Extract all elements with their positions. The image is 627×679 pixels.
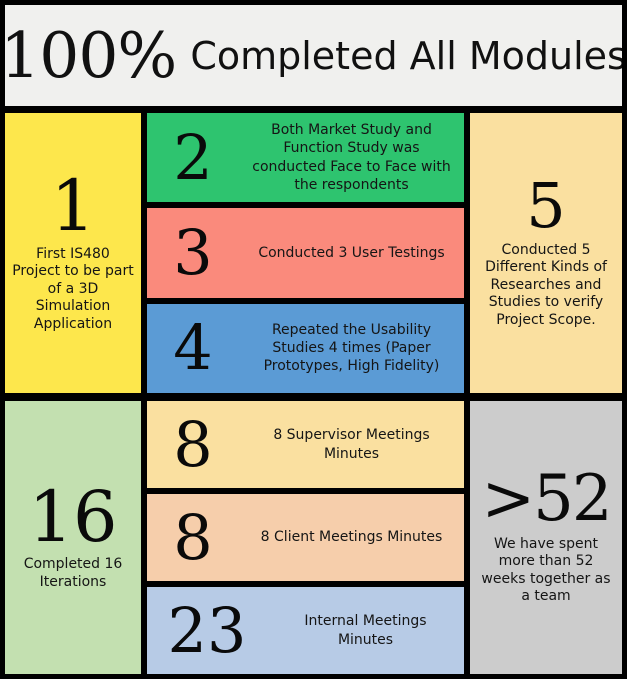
header-title: Completed All Modules xyxy=(190,33,622,78)
panel-top-left: 1 First IS480 Project to be part of a 3D… xyxy=(5,113,141,393)
header-banner: 100% Completed All Modules xyxy=(5,5,622,106)
bottom-section: 16 Completed 16 Iterations 8 8 Superviso… xyxy=(5,401,622,674)
row-bottom-3: 23 Internal Meetings Minutes xyxy=(147,587,464,674)
row-top-2-number: 3 xyxy=(173,216,213,290)
panel-top-left-number: 1 xyxy=(50,165,96,247)
row-bottom-2: 8 8 Client Meetings Minutes xyxy=(147,494,464,581)
panel-bottom-right-caption: We have spent more than 52 weeks togethe… xyxy=(481,535,611,605)
row-bottom-3-caption: Internal Meetings Minutes xyxy=(304,613,427,648)
row-top-1: 2 Both Market Study and Function Study w… xyxy=(147,113,464,203)
panel-top-right-number: 5 xyxy=(526,168,566,242)
row-top-3-caption: Repeated the Usability Studies 4 times (… xyxy=(263,322,440,375)
header-percent: 100% xyxy=(5,19,177,92)
row-bottom-2-number: 8 xyxy=(173,500,213,574)
row-bottom-3-number: 23 xyxy=(167,593,247,667)
row-top-2: 3 Conducted 3 User Testings xyxy=(147,208,464,298)
row-bottom-1: 8 8 Supervisor Meetings Minutes xyxy=(147,401,464,488)
row-top-3: 4 Repeated the Usability Studies 4 times… xyxy=(147,303,464,393)
panel-top-right-caption: Conducted 5 Different Kinds of Researche… xyxy=(485,241,607,328)
panel-top-right: 5 Conducted 5 Different Kinds of Researc… xyxy=(470,113,622,393)
row-top-2-caption: Conducted 3 User Testings xyxy=(258,244,445,261)
row-top-1-number: 2 xyxy=(173,120,213,194)
panel-bottom-right: >52 We have spent more than 52 weeks tog… xyxy=(470,401,622,674)
top-middle-column: 2 Both Market Study and Function Study w… xyxy=(147,113,464,393)
panel-bottom-left-number: 16 xyxy=(28,475,118,558)
row-bottom-2-caption: 8 Client Meetings Minutes xyxy=(260,529,443,546)
panel-bottom-left-caption: Completed 16 Iterations xyxy=(23,556,123,590)
top-section: 1 First IS480 Project to be part of a 3D… xyxy=(5,113,622,393)
row-top-1-caption: Both Market Study and Function Study was… xyxy=(252,122,451,193)
row-top-3-number: 4 xyxy=(173,311,213,385)
row-bottom-1-number: 8 xyxy=(173,407,213,481)
panel-top-left-caption: First IS480 Project to be part of a 3D S… xyxy=(12,245,134,332)
bottom-middle-column: 8 8 Supervisor Meetings Minutes 8 8 Clie… xyxy=(147,401,464,674)
panel-bottom-left: 16 Completed 16 Iterations xyxy=(5,401,141,674)
row-bottom-1-caption: 8 Supervisor Meetings Minutes xyxy=(273,427,430,462)
panel-bottom-right-number: >52 xyxy=(481,462,612,537)
